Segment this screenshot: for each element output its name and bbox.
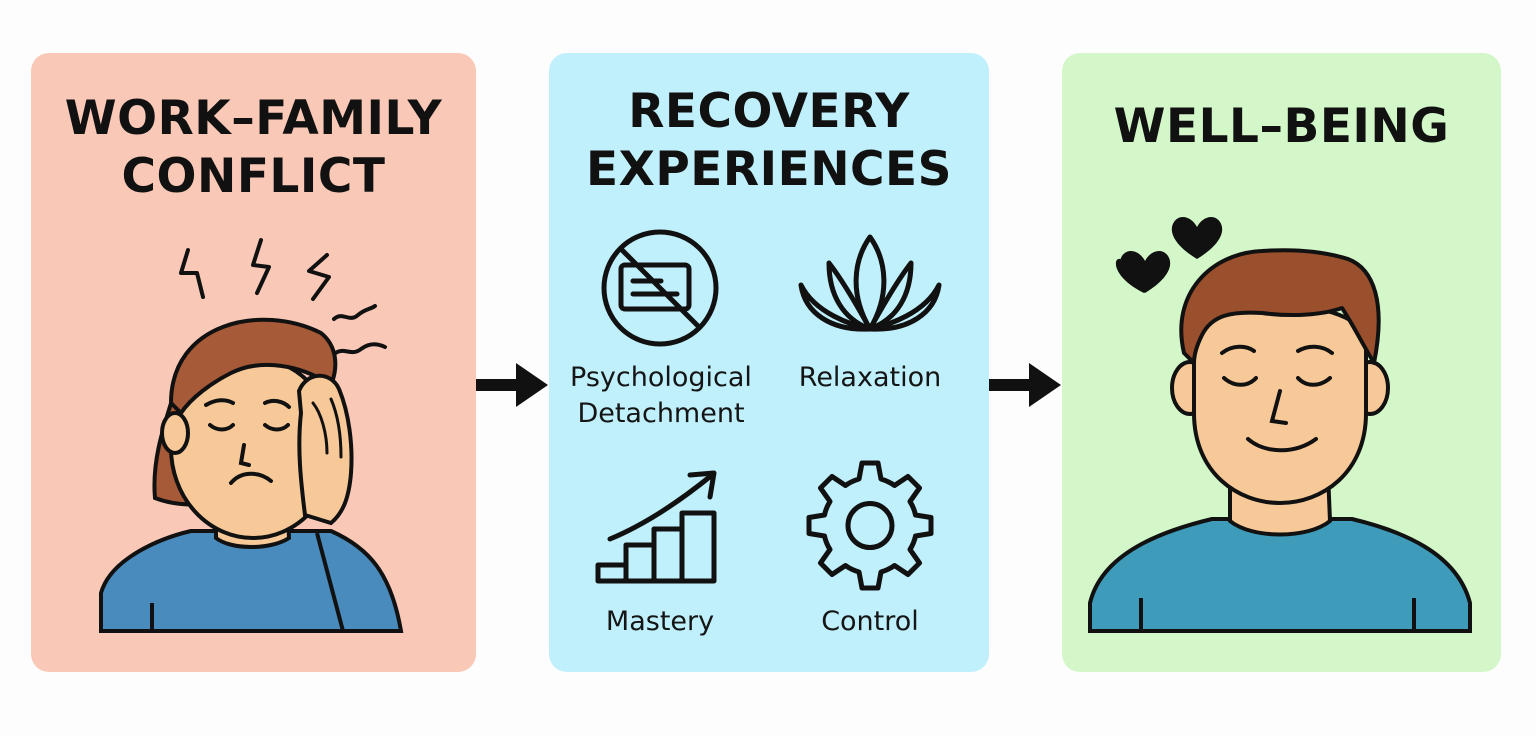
well-being-panel: WELL–BEING <box>1062 53 1501 672</box>
recovery-experiences-panel: RECOVERY EXPERIENCES Psychological Detac… <box>549 53 989 672</box>
recovery-title-line-2: EXPERIENCES <box>586 142 952 197</box>
recovery-title-line-1: RECOVERY <box>628 84 910 139</box>
happy-man-icon <box>1088 216 1472 633</box>
work-family-conflict-panel: WORK–FAMILY CONFLICT <box>31 53 476 672</box>
conflict-title: WORK–FAMILY CONFLICT <box>31 90 476 206</box>
mastery-label-line-1: Mastery <box>605 606 715 637</box>
no-work-icon <box>601 229 719 347</box>
arrow-to-wellbeing-icon <box>989 363 1061 407</box>
detachment-label: Psychological Detachment <box>561 360 761 432</box>
wellbeing-title: WELL–BEING <box>1062 98 1501 156</box>
control-label: Control <box>770 604 970 640</box>
mastery-label: Mastery <box>560 604 760 640</box>
detachment-label-line-2: Detachment <box>577 398 745 429</box>
relaxation-label: Relaxation <box>770 360 970 396</box>
conflict-title-line-1: WORK–FAMILY <box>64 91 443 146</box>
wellbeing-title-line-1: WELL–BEING <box>1113 99 1450 154</box>
conflict-title-line-2: CONFLICT <box>121 149 386 204</box>
relaxation-label-line-1: Relaxation <box>798 362 942 393</box>
stressed-woman-icon <box>99 238 404 633</box>
recovery-title: RECOVERY EXPERIENCES <box>549 83 989 199</box>
control-label-line-1: Control <box>821 606 919 637</box>
gear-icon <box>806 460 934 591</box>
arrow-to-recovery-icon <box>476 363 548 407</box>
detachment-label-line-1: Psychological <box>570 362 752 393</box>
growth-chart-icon <box>595 470 717 584</box>
lotus-icon <box>798 234 942 332</box>
